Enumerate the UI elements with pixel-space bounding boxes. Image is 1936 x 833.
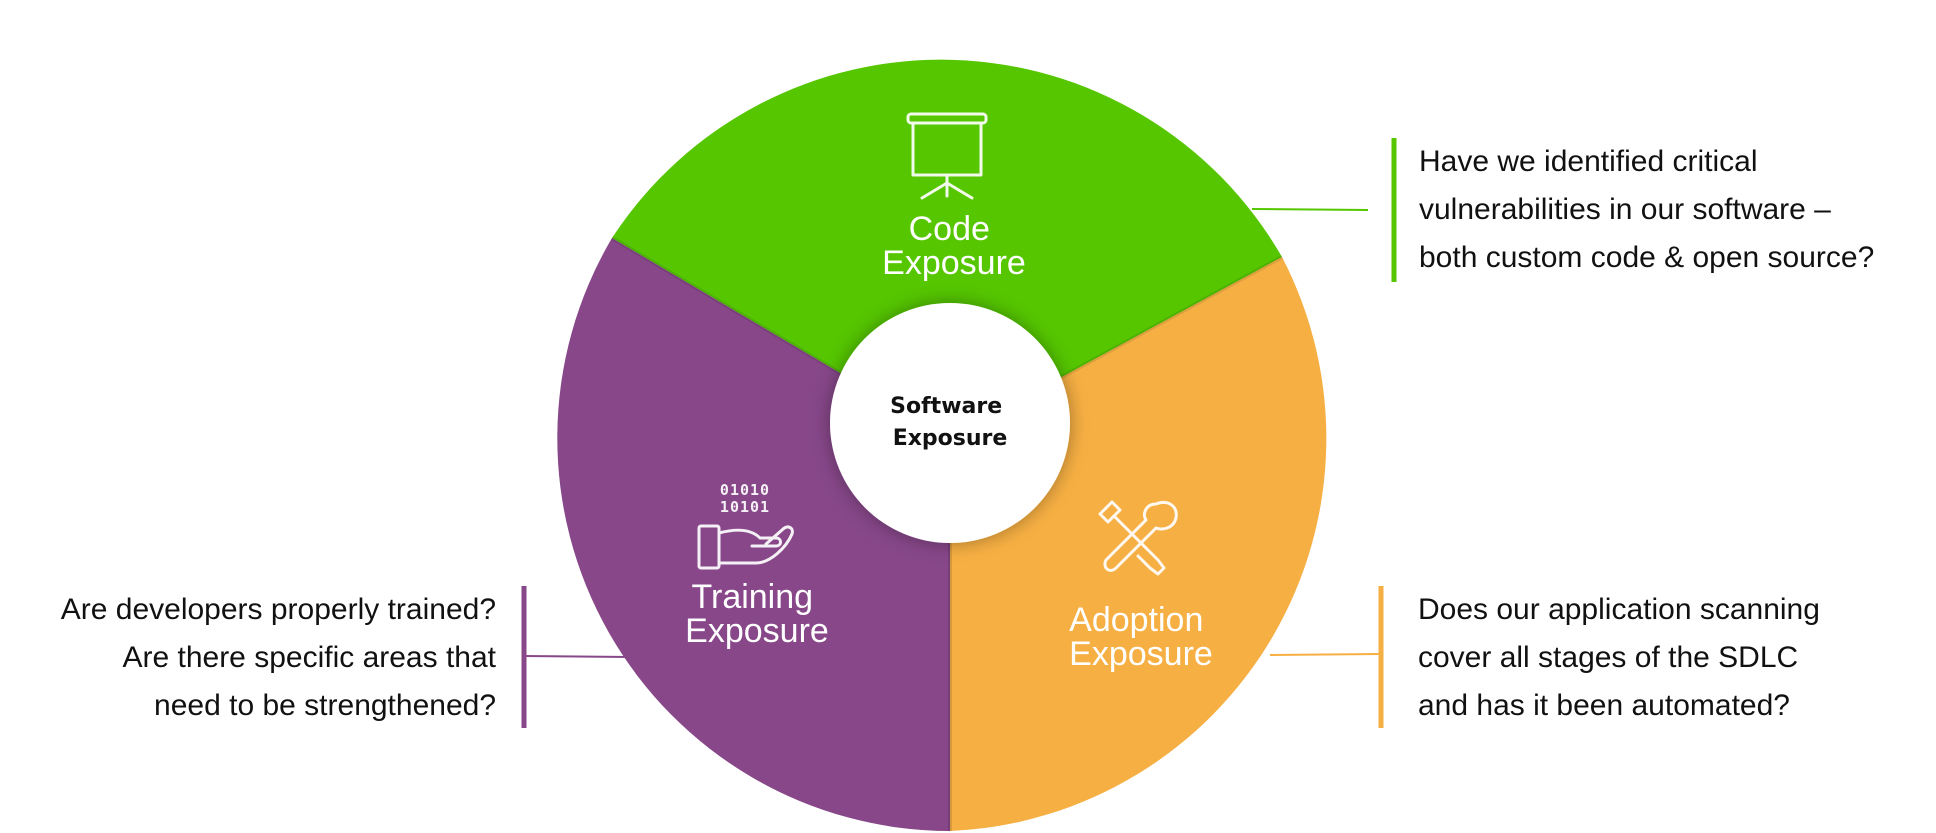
question-line: Have we identified critical — [1419, 145, 1758, 178]
question-line: vulnerabilities in our software – — [1419, 193, 1831, 226]
question-line: and has it been automated? — [1418, 689, 1790, 722]
question-adoption-exposure: Does our application scanning cover all … — [1418, 586, 1820, 730]
segment-label-adoption: Adoption Exposure — [1069, 601, 1213, 673]
question-line: Are there specific areas that — [122, 641, 496, 674]
segment-code-exposure — [612, 59, 1282, 438]
question-line: both custom code & open source? — [1419, 241, 1875, 274]
wrench-screwdriver-icon — [1098, 500, 1178, 576]
hub-circle — [830, 303, 1070, 543]
question-line: Does our application scanning — [1418, 593, 1820, 626]
projector-screen-icon — [906, 112, 988, 200]
segment-label-code: Code Exposure — [882, 210, 1026, 282]
connector-training — [521, 586, 631, 728]
segment-label-training: Training Exposure — [685, 578, 829, 650]
hub-label: Software Exposure — [890, 394, 1010, 451]
svg-text:01010: 01010 — [720, 481, 770, 499]
question-line: cover all stages of the SDLC — [1418, 641, 1799, 674]
question-training-exposure: Are developers properly trained? Are the… — [61, 586, 496, 730]
connector-adoption — [1269, 586, 1384, 728]
svg-text:10101: 10101 — [720, 498, 770, 516]
binary-hand-icon: 01010 10101 — [697, 481, 794, 570]
question-line: need to be strengthened? — [154, 689, 496, 722]
question-line: Are developers properly trained? — [60, 593, 496, 626]
question-code-exposure: Have we identified critical vulnerabilit… — [1419, 138, 1874, 282]
connector-code — [1251, 138, 1397, 282]
